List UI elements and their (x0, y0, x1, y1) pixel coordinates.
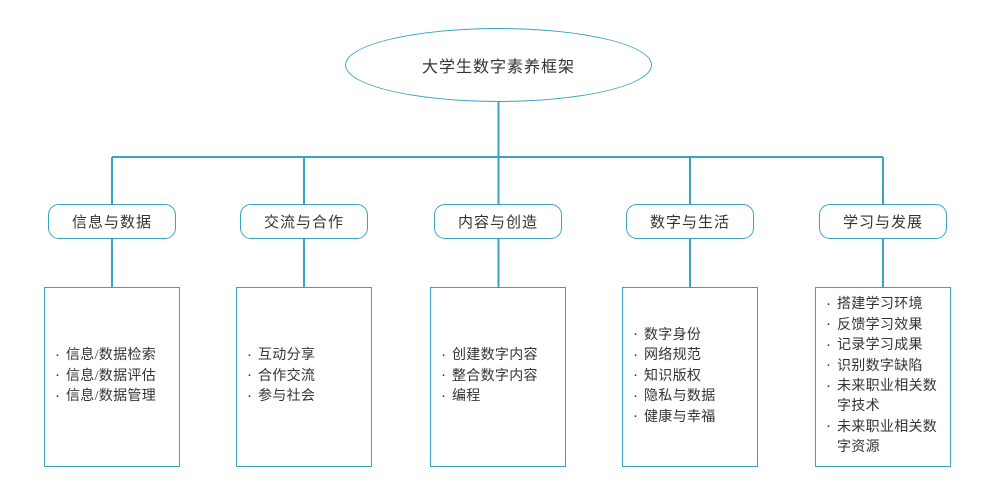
list-item: 整合数字内容 (440, 366, 559, 388)
category-node-2[interactable]: 交流与合作 (240, 204, 368, 239)
category-node-5-label: 学习与发展 (842, 215, 923, 231)
list-item: 互动分享 (246, 346, 365, 368)
detail-box-1: 信息/数据检索 信息/数据评估 信息/数据管理 (44, 287, 180, 467)
list-item: 信息/数据检索 (54, 346, 173, 368)
list-item: 信息/数据评估 (54, 366, 173, 388)
root-node[interactable]: 大学生数字素养框架 (345, 28, 652, 102)
category-node-3-label: 内容与创造 (457, 215, 538, 231)
category-node-1[interactable]: 信息与数据 (48, 204, 176, 239)
list-item: 反馈学习效果 (825, 315, 944, 337)
detail-list-5: 搭建学习环境 反馈学习效果 记录学习成果 识别数字缺陷 未来职业相关数字技术 未… (816, 295, 950, 459)
list-item: 隐私与数据 (632, 387, 751, 409)
list-item: 识别数字缺陷 (825, 356, 944, 378)
category-node-3[interactable]: 内容与创造 (434, 204, 562, 239)
list-item: 知识版权 (632, 366, 751, 388)
list-item: 数字身份 (632, 325, 751, 347)
category-node-1-label: 信息与数据 (71, 215, 152, 231)
list-item: 未来职业相关数字资源 (825, 417, 944, 459)
list-item: 信息/数据管理 (54, 387, 173, 409)
list-item: 健康与幸福 (632, 407, 751, 429)
detail-box-3: 创建数字内容 整合数字内容 编程 (430, 287, 566, 467)
detail-list-1: 信息/数据检索 信息/数据评估 信息/数据管理 (45, 346, 179, 409)
detail-box-4: 数字身份 网络规范 知识版权 隐私与数据 健康与幸福 (622, 287, 758, 467)
detail-box-2: 互动分享 合作交流 参与社会 (236, 287, 372, 467)
list-item: 未来职业相关数字技术 (825, 377, 944, 418)
category-node-5[interactable]: 学习与发展 (819, 204, 947, 239)
list-item: 搭建学习环境 (825, 295, 944, 317)
list-item: 合作交流 (246, 366, 365, 388)
list-item: 创建数字内容 (440, 346, 559, 368)
category-node-4[interactable]: 数字与生活 (626, 204, 754, 239)
detail-list-2: 互动分享 合作交流 参与社会 (237, 346, 371, 409)
list-item: 网络规范 (632, 346, 751, 368)
list-item: 记录学习成果 (825, 336, 944, 358)
category-node-2-label: 交流与合作 (263, 215, 344, 231)
list-item: 参与社会 (246, 387, 365, 409)
list-item: 编程 (440, 387, 559, 409)
category-node-4-label: 数字与生活 (649, 215, 730, 231)
detail-box-5: 搭建学习环境 反馈学习效果 记录学习成果 识别数字缺陷 未来职业相关数字技术 未… (815, 287, 951, 467)
detail-list-4: 数字身份 网络规范 知识版权 隐私与数据 健康与幸福 (623, 325, 757, 429)
root-node-label: 大学生数字素养框架 (421, 59, 575, 76)
detail-list-3: 创建数字内容 整合数字内容 编程 (431, 346, 565, 409)
